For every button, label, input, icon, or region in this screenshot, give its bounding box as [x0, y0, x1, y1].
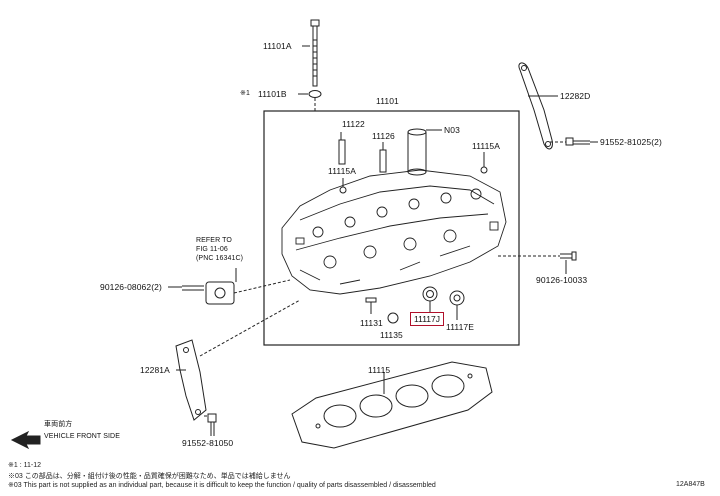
label-91552-81025: 91552-81025(2): [600, 137, 662, 147]
footnote-en: ※03 This part is not supplied as an indi…: [8, 482, 436, 489]
label-12281a: 12281A: [140, 365, 170, 375]
label-11135: 11135: [380, 330, 403, 340]
bolt-11101a-icon: [310, 19, 320, 87]
washer-11101b-icon: [308, 90, 322, 98]
label-91552-81050: 91552-81050: [182, 438, 234, 448]
star-mark: ※1: [240, 90, 250, 97]
refer-pnc[interactable]: (PNC 16341C): [196, 255, 244, 262]
seal-11117e-icon: [449, 290, 465, 306]
footnote-1: ※1 : 11-12: [8, 462, 41, 469]
bolt-91552-81025-icon: [565, 137, 590, 146]
label-11101a: 11101A: [263, 41, 292, 51]
bracket-12282d-icon: [518, 62, 553, 150]
label-11117e: 11117E: [446, 322, 475, 332]
direction-en: VEHICLE FRONT SIDE: [44, 433, 120, 440]
dowel-11115a-left-icon: [339, 186, 347, 194]
flange-icon: [205, 281, 235, 305]
label-90126-08062: 90126-08062(2): [100, 282, 162, 292]
dowel-11115a-right-icon: [480, 166, 488, 174]
bracket-12281a-icon: [175, 339, 207, 421]
label-11126: 11126: [372, 131, 395, 141]
head-gasket-11115-icon: [291, 361, 493, 449]
ring-11135-icon: [387, 312, 399, 324]
label-n03: N03: [444, 125, 460, 135]
stud-90126-10033-icon: [560, 251, 577, 261]
label-11115: 11115: [368, 365, 391, 375]
label-11101b: 11101B: [258, 89, 287, 99]
vehicle-front-arrow-icon: [10, 430, 41, 450]
label-11117j-highlight[interactable]: 11117J: [410, 312, 444, 326]
diagram-code: 12A847B: [676, 481, 705, 488]
refer-fig[interactable]: FIG 11-06: [196, 246, 228, 253]
plug-11131-icon: [365, 297, 377, 314]
refer-to[interactable]: REFER TO: [196, 237, 232, 244]
direction-jp: 車両前方: [44, 421, 73, 428]
sleeve-n03-icon: [407, 128, 427, 176]
guide-11126-icon: [379, 149, 387, 173]
pin-11122-icon: [338, 139, 346, 165]
label-11101: 11101: [376, 96, 399, 106]
cylinder-head-icon: [281, 169, 507, 295]
assembly-box: [263, 110, 520, 346]
label-11122: 11122: [342, 119, 365, 129]
stud-90126-08062-icon: [182, 285, 204, 291]
label-11131: 11131: [360, 318, 383, 328]
label-11115a-right: 11115A: [472, 141, 501, 151]
label-11115a-left: 11115A: [328, 166, 357, 176]
bolt-91552-81050-icon: [207, 413, 217, 436]
label-90126-10033: 90126-10033: [536, 275, 588, 285]
seal-11117j-icon: [422, 286, 438, 302]
footnote-jp: ※03 この部品は、分解・組付け後の性能・品質確保が困難なため、単品では補給しま…: [8, 473, 291, 480]
label-12282d: 12282D: [560, 91, 591, 101]
